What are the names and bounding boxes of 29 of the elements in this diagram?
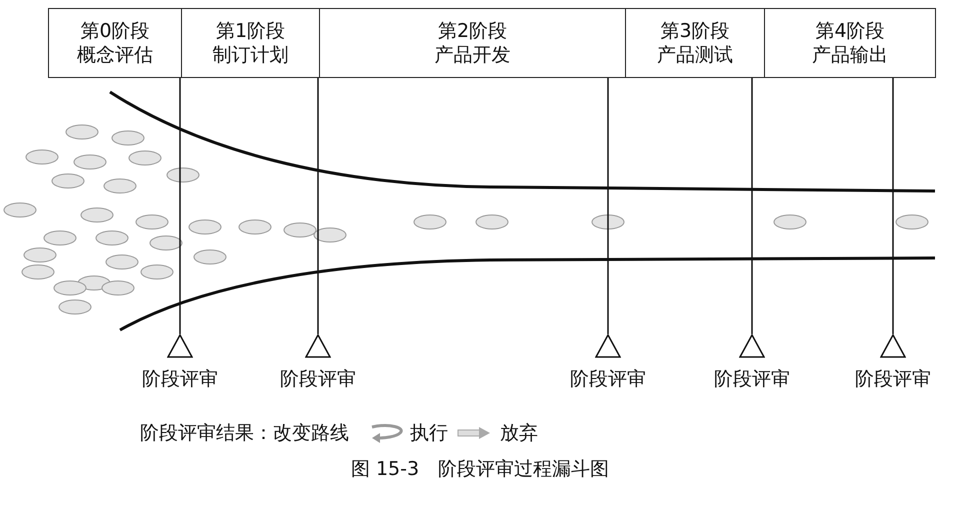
- legend-text: 执行: [410, 421, 448, 446]
- connector-line: [317, 78, 319, 334]
- stage-name: 概念评估: [77, 43, 153, 67]
- stage-box: [764, 8, 936, 78]
- review-label: 阶段评审: [280, 367, 356, 392]
- legend-text: 放弃: [500, 421, 538, 446]
- stage-name: 产品输出: [812, 43, 888, 67]
- stage-number: 第2阶段: [438, 19, 508, 43]
- connector-line: [607, 78, 609, 334]
- stage-number: 第4阶段: [815, 19, 885, 43]
- caption: 图 15-3 阶段评审过程漏斗图: [350, 457, 610, 482]
- stage-name: 产品测试: [657, 43, 733, 67]
- stage-number: 第3阶段: [660, 19, 730, 43]
- connector-line: [892, 78, 894, 334]
- review-label: 阶段评审: [855, 367, 931, 392]
- stage-number: 第1阶段: [216, 19, 286, 43]
- stage-name: 产品开发: [434, 43, 510, 67]
- review-label: 阶段评审: [142, 367, 218, 392]
- stage-name: 制订计划: [212, 43, 288, 67]
- connector-line: [179, 78, 181, 334]
- stage-box: [625, 8, 765, 78]
- stage-box: [181, 8, 320, 78]
- connector-line: [751, 78, 753, 334]
- stage-number: 第0阶段: [80, 19, 150, 43]
- legend-text: 阶段评审结果：改变路线: [140, 421, 349, 446]
- stage-box: [319, 8, 626, 78]
- review-label: 阶段评审: [570, 367, 646, 392]
- review-label: 阶段评审: [714, 367, 790, 392]
- stage-box: [48, 8, 182, 78]
